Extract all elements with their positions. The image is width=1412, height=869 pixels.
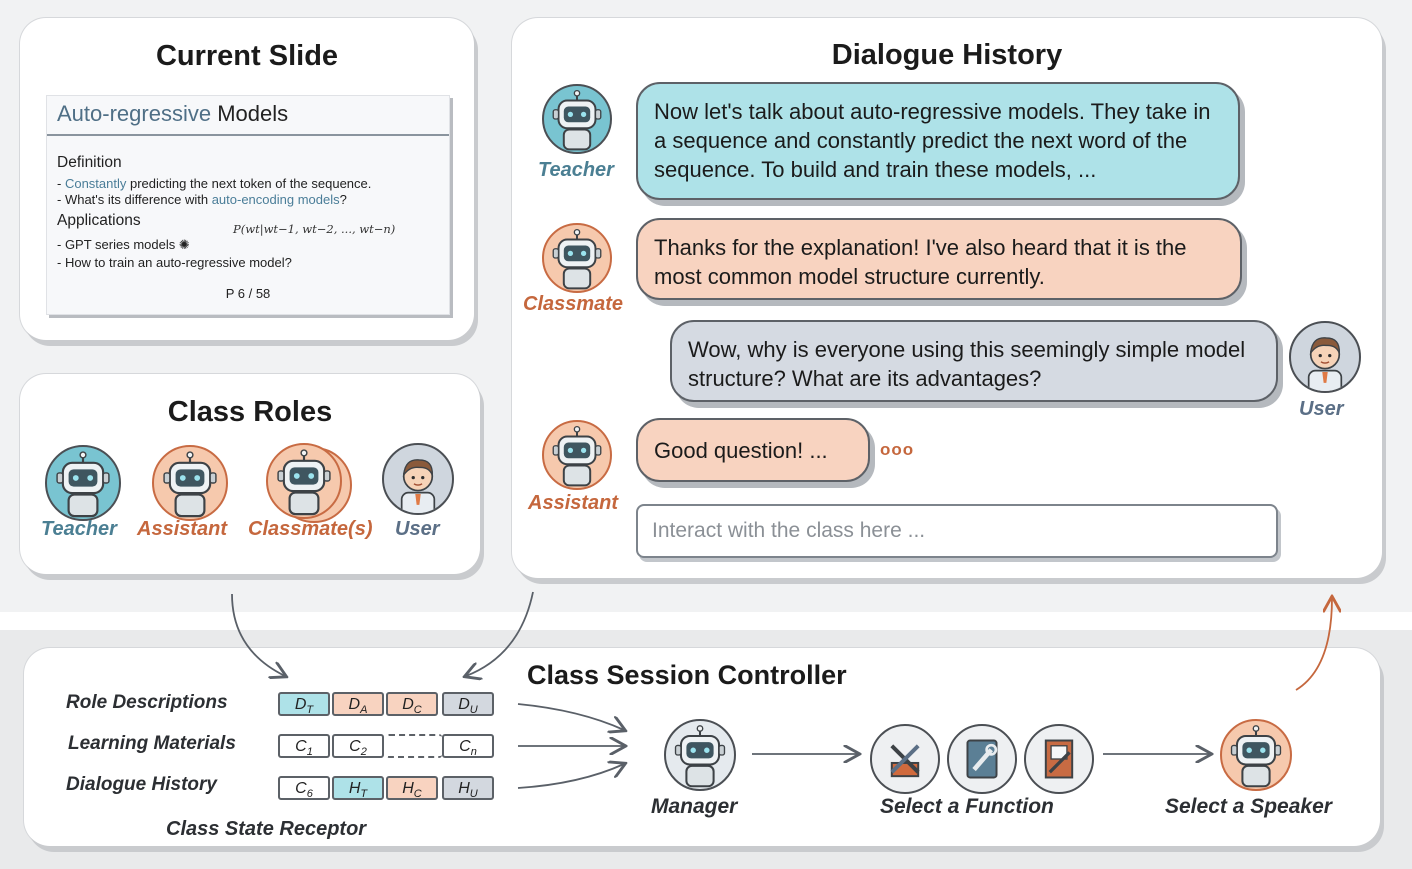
slide-preview: Auto-regressive Models Definition - Cons… bbox=[46, 95, 450, 315]
door-tool-icon bbox=[1024, 724, 1094, 794]
select-function-label: Select a Function bbox=[880, 795, 1054, 818]
robot-classmate-icon bbox=[542, 223, 612, 293]
robot-manager-icon bbox=[664, 719, 736, 791]
cell-role-assistant: DA bbox=[332, 692, 384, 716]
robot-assistant-icon bbox=[1220, 719, 1292, 791]
typing-dots: ooo bbox=[880, 440, 915, 459]
cell-material-n: Cn bbox=[442, 734, 494, 758]
slide-title-rest: Models bbox=[211, 101, 289, 126]
current-slide-heading: Current Slide bbox=[155, 40, 339, 72]
robot-teacher-icon bbox=[45, 445, 121, 521]
select-speaker-label: Select a Speaker bbox=[1165, 795, 1332, 818]
slide-line-1: - Constantly predicting the next token o… bbox=[57, 176, 372, 191]
dialogue-speaker-classmate: Classmate bbox=[523, 293, 624, 315]
role-teacher-label: Teacher bbox=[41, 518, 117, 540]
cell-material-2: C2 bbox=[332, 734, 384, 758]
dialogue-speaker-assistant: Assistant bbox=[528, 492, 619, 514]
slide-applications-label: Applications bbox=[57, 212, 141, 229]
classmate-message-bubble: Thanks for the explanation! I've also he… bbox=[636, 218, 1242, 300]
tools-icon bbox=[870, 724, 940, 794]
slide-definition-label: Definition bbox=[57, 154, 122, 171]
slide-title-highlight: Auto-regressive bbox=[57, 101, 212, 126]
controller-heading: Class Session Controller bbox=[527, 660, 847, 690]
chat-input[interactable]: Interact with the class here ... bbox=[636, 504, 1278, 558]
slide-formula: P(wt|wt−1, wt−2, ..., wt−n) bbox=[233, 222, 396, 236]
dialogue-history-heading: Dialogue History bbox=[831, 39, 1063, 71]
class-state-receptor-label: Class State Receptor bbox=[166, 818, 367, 840]
cell-role-classmate: DC bbox=[386, 692, 438, 716]
slide-line-2: - What's its difference with auto-encodi… bbox=[57, 192, 347, 207]
slide-line-4: - How to train an auto-regressive model? bbox=[57, 255, 292, 270]
cell-material-ellipsis bbox=[386, 734, 442, 758]
cell-history-classmate: HC bbox=[386, 776, 438, 800]
dialogue-speaker-user: User bbox=[1299, 398, 1344, 420]
cell-role-user: DU bbox=[442, 692, 494, 716]
robot-assistant-icon bbox=[542, 420, 612, 490]
row-label-dialogue-history: Dialogue History bbox=[66, 774, 217, 795]
slide-page-number: P 6 / 58 bbox=[225, 286, 271, 301]
user-boy-icon bbox=[382, 443, 454, 515]
assistant-message-bubble: Good question! ... bbox=[636, 418, 870, 482]
user-message-bubble: Wow, why is everyone using this seemingl… bbox=[670, 320, 1278, 402]
slide-title: Auto-regressive Models bbox=[57, 101, 288, 127]
slide-line-3: - GPT series models ✺ bbox=[57, 237, 190, 252]
robot-classmate-icon bbox=[266, 443, 342, 519]
row-label-learning-materials: Learning Materials bbox=[68, 733, 236, 754]
cell-history-user: HU bbox=[442, 776, 494, 800]
cell-history-teacher: HT bbox=[332, 776, 384, 800]
user-boy-icon bbox=[1289, 321, 1361, 393]
slide-title-rule bbox=[47, 134, 449, 136]
cell-material-1: C1 bbox=[278, 734, 330, 758]
cell-history-context: C6 bbox=[278, 776, 330, 800]
role-assistant-label: Assistant bbox=[137, 518, 228, 540]
class-roles-heading: Class Roles bbox=[167, 396, 333, 428]
role-user-label: User bbox=[395, 518, 440, 540]
teacher-message-bubble: Now let's talk about auto-regressive mod… bbox=[636, 82, 1240, 200]
dialogue-speaker-teacher: Teacher bbox=[538, 159, 614, 181]
robot-teacher-icon bbox=[542, 84, 612, 154]
manager-label: Manager bbox=[651, 795, 738, 818]
robot-assistant-icon bbox=[152, 445, 228, 521]
cell-role-teacher: DT bbox=[278, 692, 330, 716]
role-classmate-label: Classmate(s) bbox=[248, 518, 373, 540]
openai-logo-icon: ✺ bbox=[178, 237, 190, 252]
row-label-role-descriptions: Role Descriptions bbox=[66, 692, 228, 713]
wrench-book-icon bbox=[947, 724, 1017, 794]
